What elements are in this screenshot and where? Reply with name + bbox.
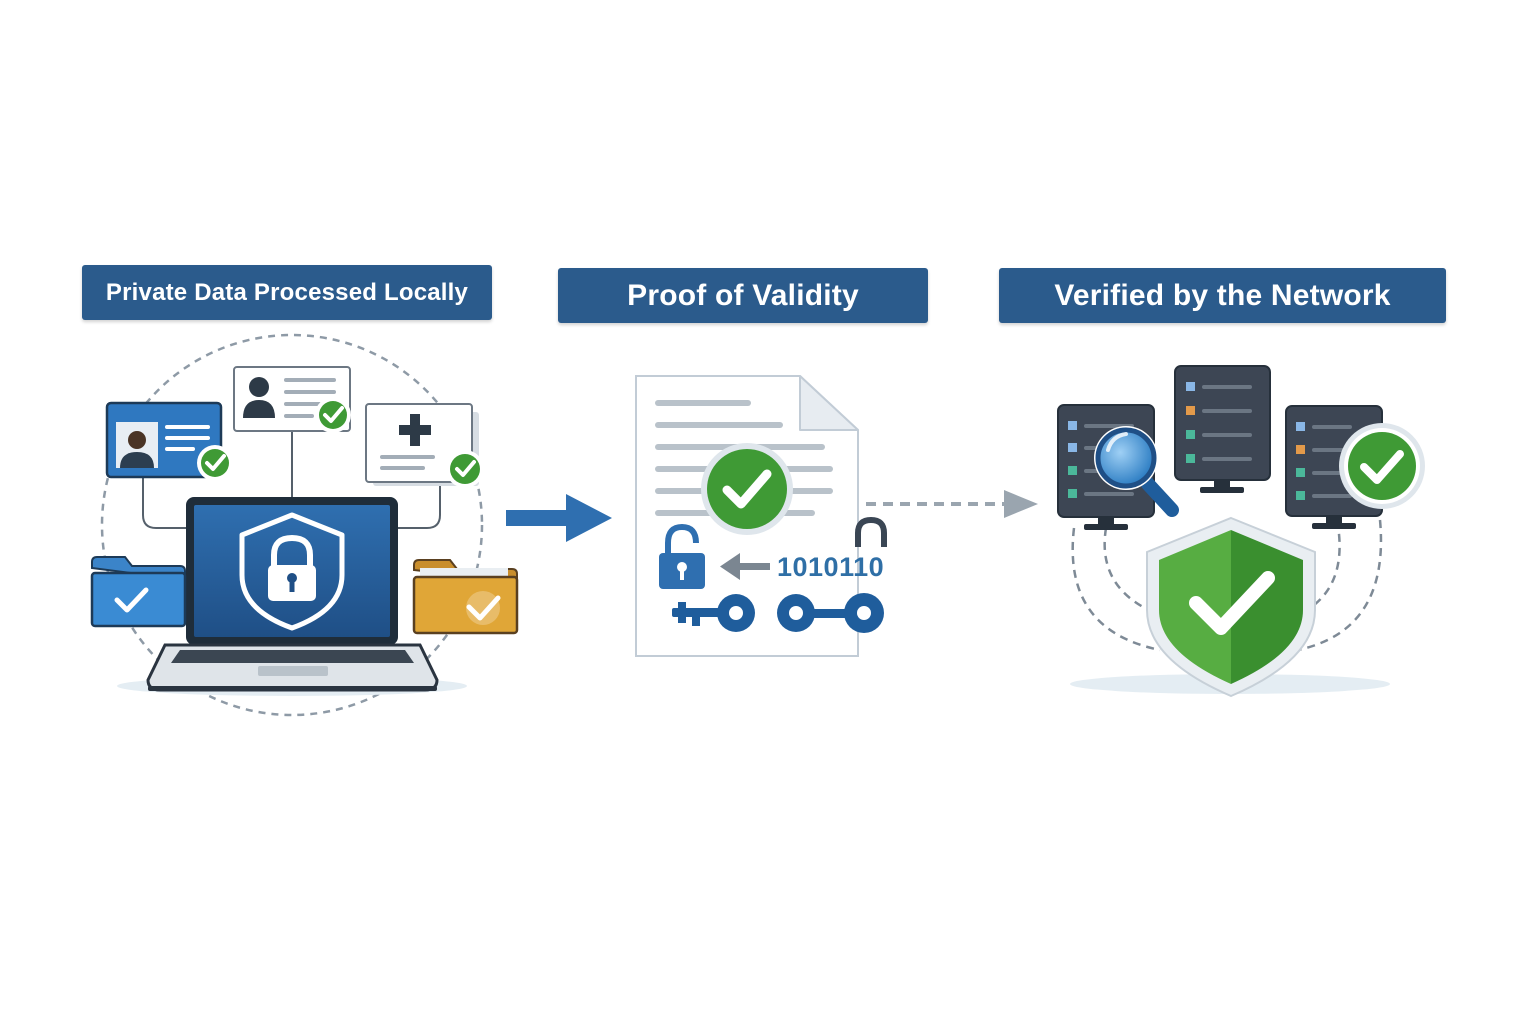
stage-local-group xyxy=(90,333,519,717)
local-connectors xyxy=(142,432,441,529)
check-badge-icon xyxy=(701,443,793,535)
arrow-left-icon xyxy=(720,553,770,580)
flow-arrow-1 xyxy=(506,494,612,542)
id-card-icon xyxy=(105,401,223,479)
key-icon xyxy=(672,594,755,632)
padlock-icon xyxy=(659,523,705,589)
stage-network-group xyxy=(1057,365,1425,698)
padlock-icon xyxy=(855,516,887,547)
check-badge-icon xyxy=(197,445,233,481)
stage-title-network: Verified by the Network xyxy=(999,268,1446,323)
stage-proof-group: 1010110 xyxy=(635,375,887,657)
server-icon xyxy=(1174,365,1271,493)
local-boundary-circle xyxy=(100,333,484,717)
shield-check-icon xyxy=(1146,516,1316,698)
magnifier-icon xyxy=(1094,426,1179,517)
check-badge-icon xyxy=(446,450,484,488)
stage-title-local: Private Data Processed Locally xyxy=(82,265,492,320)
binary-string: 1010110 xyxy=(777,552,884,582)
check-badge-icon xyxy=(1339,423,1425,509)
folder-icon xyxy=(412,559,519,635)
stage-title-proof: Proof of Validity xyxy=(558,268,928,323)
key-icon xyxy=(777,593,884,633)
check-badge-icon xyxy=(315,397,351,433)
shield-lock-icon xyxy=(239,512,345,631)
flow-arrow-2 xyxy=(866,490,1038,518)
folder-icon xyxy=(90,556,187,628)
